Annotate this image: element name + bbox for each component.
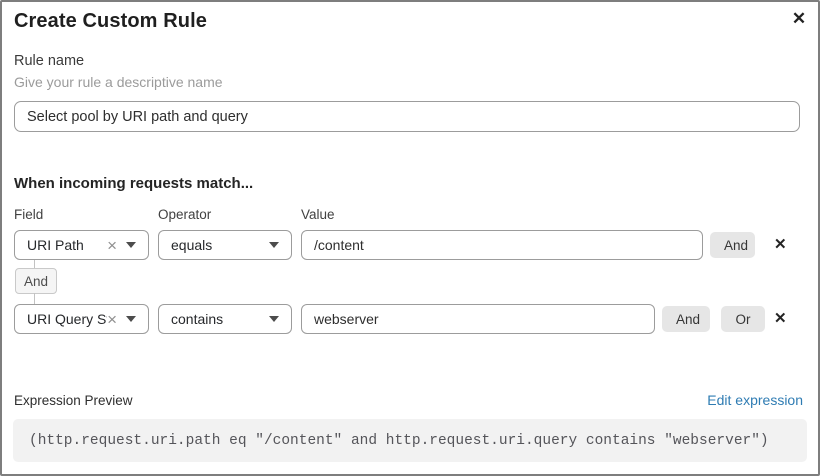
- edit-expression-link[interactable]: Edit expression: [707, 392, 803, 408]
- clear-selection-icon[interactable]: ×: [107, 235, 117, 255]
- operator-select-row2-value: contains: [171, 311, 224, 327]
- operator-select-row1[interactable]: equals: [158, 230, 292, 260]
- add-and-condition-button-row1[interactable]: And: [710, 232, 755, 258]
- operator-select-row2[interactable]: contains: [158, 304, 292, 334]
- value-input-row1[interactable]: [301, 230, 703, 260]
- expression-preview-label: Expression Preview: [14, 393, 133, 408]
- match-section-heading: When incoming requests match...: [14, 175, 254, 192]
- connector-line: [34, 260, 35, 269]
- chevron-down-icon: [126, 316, 136, 322]
- expression-code-text: (http.request.uri.path eq "/content" and…: [29, 432, 769, 449]
- rule-name-helper-text: Give your rule a descriptive name: [14, 74, 223, 90]
- rule-name-label: Rule name: [14, 53, 85, 69]
- operator-select-row1-value: equals: [171, 237, 213, 253]
- field-select-row2-value: URI Query St...: [27, 311, 107, 327]
- expression-code-block: (http.request.uri.path eq "/content" and…: [13, 419, 807, 462]
- add-or-condition-button-row2[interactable]: Or: [721, 306, 765, 332]
- chevron-down-icon: [126, 242, 136, 248]
- add-and-condition-button-row2[interactable]: And: [662, 306, 710, 332]
- remove-condition-icon-row1[interactable]: ✕: [774, 236, 787, 253]
- field-select-row1[interactable]: URI Path ×: [14, 230, 149, 260]
- chevron-down-icon: [269, 242, 279, 248]
- chevron-down-icon: [269, 316, 279, 322]
- field-select-row1-value: URI Path: [27, 237, 84, 253]
- field-select-row2[interactable]: URI Query St... ×: [14, 304, 149, 334]
- field-column-label: Field: [14, 207, 44, 222]
- connector-line: [34, 293, 35, 305]
- value-column-label: Value: [301, 207, 335, 222]
- close-icon[interactable]: ✕: [786, 6, 812, 32]
- value-input-row2[interactable]: [301, 304, 655, 334]
- remove-condition-icon-row2[interactable]: ✕: [774, 310, 787, 327]
- operator-column-label: Operator: [158, 207, 212, 222]
- clear-selection-icon[interactable]: ×: [107, 309, 117, 329]
- and-connector-badge: And: [15, 268, 57, 294]
- dialog-title: Create Custom Rule: [14, 10, 207, 32]
- rule-name-input[interactable]: [14, 101, 800, 132]
